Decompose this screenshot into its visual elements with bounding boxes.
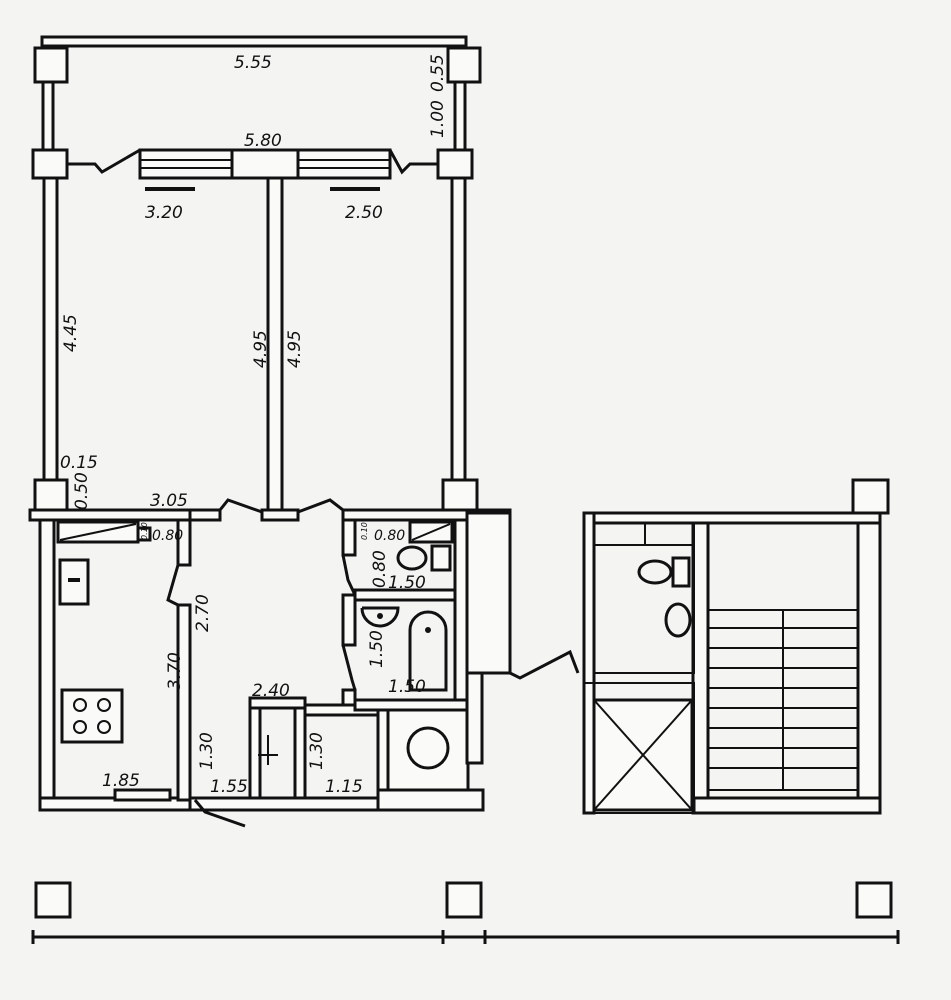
bathtub-icon xyxy=(408,610,448,692)
facade-wall xyxy=(31,148,474,191)
dim-balcony-length: 5.55 xyxy=(234,53,272,73)
dim-closet-width: 1.15 xyxy=(325,777,363,797)
radiator xyxy=(145,187,195,191)
axis-markers xyxy=(31,881,900,944)
stairwell xyxy=(582,478,890,815)
dim-closet-depth: 1.30 xyxy=(307,732,327,770)
dim-hall-length: 2.70 xyxy=(193,594,213,632)
dim-wc-width: 1.50 xyxy=(388,573,426,593)
dim-kitchen-depth: 3.70 xyxy=(165,652,185,690)
toilet-icon xyxy=(637,556,691,588)
column xyxy=(33,46,69,84)
dim-entry-width: 1.55 xyxy=(210,777,248,797)
dim-pier-015: 0.15 xyxy=(60,453,98,473)
kitchen-door xyxy=(166,564,180,607)
dim-wc-depth: 0.80 xyxy=(370,550,390,588)
dim-window-right: 2.50 xyxy=(345,203,383,223)
column xyxy=(851,478,890,515)
dimension-labels: 5.55 0.55 1.00 5.80 3.20 2.50 4.45 4.95 … xyxy=(60,53,448,797)
dim-balcony-depth: 1.00 xyxy=(428,100,448,138)
balcony-door-left xyxy=(67,148,141,174)
bathroom xyxy=(353,511,580,812)
hall xyxy=(188,518,392,828)
wc-door xyxy=(341,554,357,596)
bath-door xyxy=(341,644,357,691)
window-right xyxy=(296,148,392,180)
radiator xyxy=(330,187,380,191)
washbasin-icon xyxy=(360,606,400,628)
toilet-icon xyxy=(396,544,452,572)
entrance-door xyxy=(193,799,246,828)
dim-kitchen-vent-a: 0.10 xyxy=(140,522,149,540)
balcony-door-right xyxy=(388,149,438,175)
dim-kitchen-vent-b: 0.80 xyxy=(152,528,183,544)
dim-wc-vent-a: 0.10 xyxy=(360,522,369,540)
window-left xyxy=(138,148,234,180)
front-door xyxy=(509,649,580,680)
kitchen-window xyxy=(113,788,172,802)
toilet-icon xyxy=(664,602,692,638)
washing-machine-icon xyxy=(406,726,450,770)
door-room-left xyxy=(218,498,263,514)
dim-entry-depth: 1.30 xyxy=(197,732,217,770)
dim-wc-vent-b: 0.80 xyxy=(374,528,405,544)
dim-hall-width: 2.40 xyxy=(252,681,290,701)
dim-pier-050: 0.50 xyxy=(72,472,92,510)
dim-window-left: 3.20 xyxy=(145,203,183,223)
door-room-right xyxy=(297,498,344,514)
dim-room-right-depth: 4.95 xyxy=(285,330,305,368)
stairs xyxy=(708,609,858,791)
dim-facade-width: 5.80 xyxy=(244,131,282,151)
dim-bath-width: 1.50 xyxy=(388,677,426,697)
stove-icon xyxy=(60,688,124,744)
dim-room-left-width: 3.05 xyxy=(150,491,188,511)
dim-room-left-depth: 4.45 xyxy=(61,314,81,352)
kitchen xyxy=(38,518,192,812)
column xyxy=(446,46,482,84)
dim-room-left-depth-inner: 4.95 xyxy=(251,330,271,368)
dim-kitchen-width: 1.85 xyxy=(102,771,140,791)
dim-bath-depth: 1.50 xyxy=(367,630,387,668)
dim-balcony-edge: 0.55 xyxy=(428,54,448,92)
